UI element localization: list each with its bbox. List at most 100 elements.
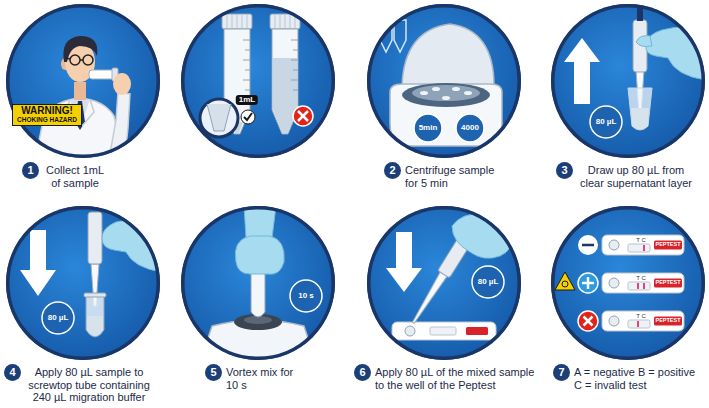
step-caption: Draw up 80 µL from clear supernatant lay… xyxy=(577,162,695,189)
result-cassettes xyxy=(562,281,568,287)
vortex-mixer xyxy=(200,206,322,362)
pipette-draw xyxy=(564,8,706,138)
centrifuge xyxy=(442,96,450,100)
circle-outline xyxy=(553,6,704,157)
result-cassettes xyxy=(578,311,598,331)
vortex-mixer xyxy=(244,206,276,238)
pipette-draw xyxy=(564,38,600,104)
centrifuge xyxy=(412,85,480,101)
circle-outline xyxy=(367,4,521,158)
step-circle: T CPEPTESTT CPEPTESTT CPEPTEST xyxy=(551,206,705,360)
centrifuge xyxy=(414,114,442,142)
result-cassettes xyxy=(643,245,645,251)
sample-tubes xyxy=(222,14,252,29)
speed-value: 4000 xyxy=(461,124,479,132)
centrifuge xyxy=(464,91,472,95)
step-number: 7 xyxy=(553,364,570,381)
volume-mark: 1mL xyxy=(236,95,258,105)
scientist-figure xyxy=(66,58,83,60)
sample-tubes xyxy=(298,111,308,121)
scientist-figure xyxy=(70,55,80,65)
centrifuge xyxy=(456,114,484,142)
pipette-apply xyxy=(42,302,74,334)
circle-ground xyxy=(551,206,705,360)
result-cassettes xyxy=(602,235,684,255)
cassette-apply xyxy=(392,322,496,340)
pipette-apply xyxy=(20,230,56,296)
step-circle: 80 µL xyxy=(6,206,160,360)
result-cassettes xyxy=(609,240,619,250)
step-number: 1 xyxy=(22,162,39,179)
result-cassettes xyxy=(654,317,682,326)
sample-tubes xyxy=(207,104,231,131)
result-cassettes xyxy=(628,244,650,252)
result-cassettes xyxy=(582,244,594,247)
pipette-draw xyxy=(636,36,652,47)
scientist-figure xyxy=(108,92,130,165)
circle-outline xyxy=(183,208,334,359)
sample-tubes xyxy=(197,14,313,145)
circle-outline xyxy=(369,6,520,157)
cassette-apply xyxy=(386,232,422,292)
step-badge: 7A = negative B = positive C = invalid t… xyxy=(553,364,703,391)
step-number: 6 xyxy=(354,364,371,381)
circle-outline xyxy=(369,208,520,359)
circle-ground xyxy=(551,4,705,158)
sample-tubes xyxy=(273,58,297,133)
result-cassettes xyxy=(555,272,575,290)
volume-value: 80 µL xyxy=(596,118,617,126)
step-number: 5 xyxy=(205,364,222,381)
pipette-apply xyxy=(20,212,162,337)
circle-outline xyxy=(8,208,159,359)
result-cassettes xyxy=(582,277,594,289)
cassette-apply xyxy=(405,326,415,336)
centrifuge xyxy=(432,87,440,91)
result-cassettes xyxy=(654,241,682,250)
centrifuge xyxy=(402,83,490,107)
pipette-draw xyxy=(628,88,652,130)
step-number: 2 xyxy=(384,162,401,179)
pipette-apply xyxy=(86,296,104,337)
pipette-apply xyxy=(88,212,102,264)
step-caption: A = negative B = positive C = invalid te… xyxy=(574,364,702,391)
test-line-label: T C xyxy=(636,237,646,243)
step-caption: Centrifuge sample for 5 min xyxy=(405,162,505,189)
sample-tubes xyxy=(227,15,247,28)
circle-ground xyxy=(6,206,160,360)
scientist-figure xyxy=(83,55,93,65)
sample-tubes xyxy=(275,15,295,28)
centrifuge xyxy=(380,20,502,146)
volume-value: 80 µL xyxy=(48,314,69,322)
centrifuge xyxy=(390,84,502,146)
step-badge: 6Apply 80 µL of the mixed sample to the … xyxy=(354,364,541,391)
step-circle: 10 s xyxy=(181,206,335,360)
cassette-apply xyxy=(386,192,530,340)
result-cassettes xyxy=(602,311,684,331)
pipette-apply xyxy=(84,293,106,297)
circle-ground xyxy=(367,4,521,158)
result-cassettes xyxy=(609,278,619,288)
step-circle: 5min 4000 xyxy=(367,4,521,158)
result-cassettes xyxy=(578,273,598,293)
circle-outline xyxy=(6,206,160,360)
scientist-figure xyxy=(113,73,131,95)
brand-logo: PEPTEST xyxy=(655,243,680,249)
circle-ground xyxy=(6,4,705,360)
circle-outline xyxy=(551,206,705,360)
step-caption: Apply 80 µL of the mixed sample to the w… xyxy=(375,364,540,391)
pipette-draw xyxy=(631,108,649,130)
brand-logo: PEPTEST xyxy=(655,281,680,287)
circle-outline xyxy=(183,6,334,157)
step-circle: 1mL xyxy=(181,4,335,158)
step-circle: WARNING!CHOKING HAZARD xyxy=(6,4,160,158)
centrifuge xyxy=(452,87,460,91)
timer-value: 5min xyxy=(419,124,438,132)
sample-tubes xyxy=(291,40,298,90)
warning-text: CHOKING HAZARD xyxy=(17,117,77,124)
scientist-figure xyxy=(34,36,131,165)
test-line-label: T C xyxy=(636,275,646,281)
result-cassettes xyxy=(602,273,684,293)
